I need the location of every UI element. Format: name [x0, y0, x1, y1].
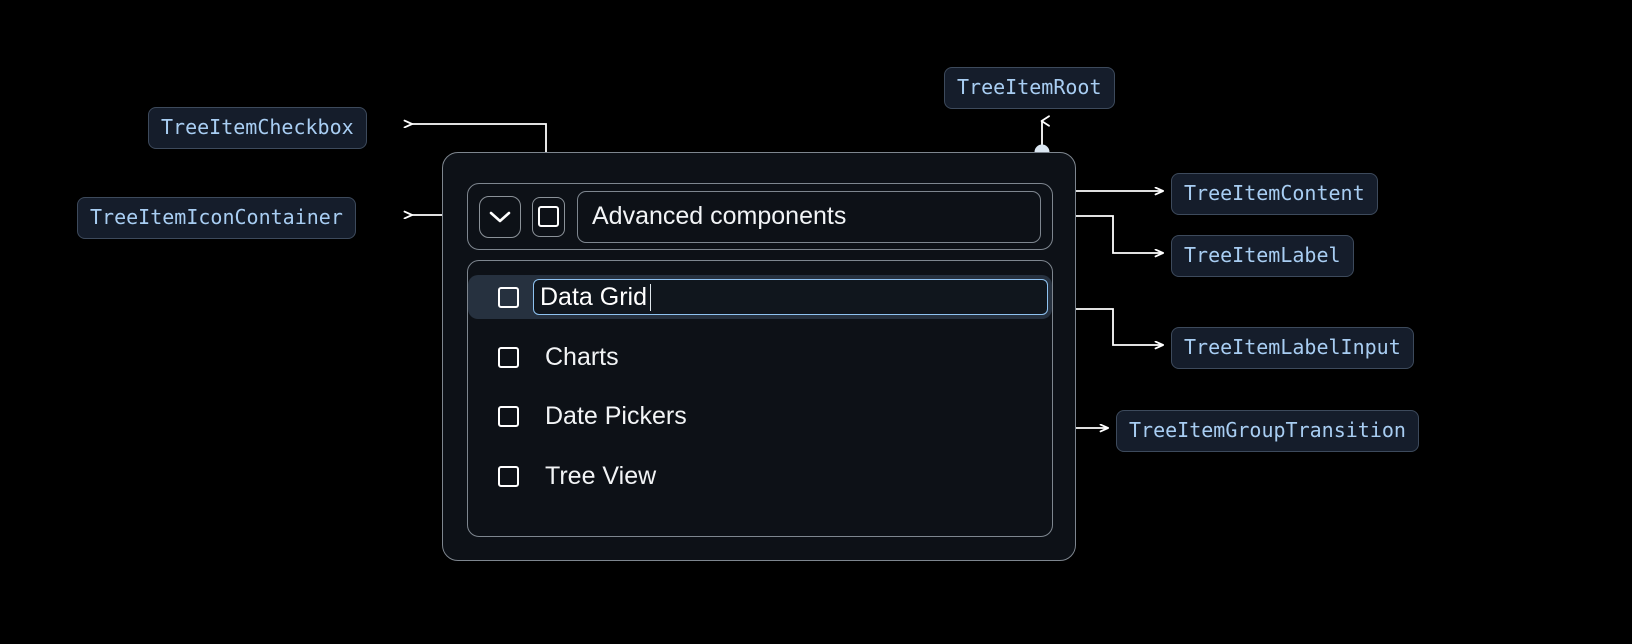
annotation-chip-tree-item-label-input: TreeItemLabelInput — [1171, 327, 1414, 369]
checkbox-unchecked-icon[interactable] — [498, 465, 519, 487]
tree-item-label-text: Charts — [545, 342, 619, 371]
tree-item-label-text: Date Pickers — [545, 401, 687, 430]
tree-item-child-row-charts[interactable]: Charts — [468, 335, 1052, 379]
tree-item-child-row-data-grid[interactable]: Data Grid — [468, 275, 1052, 319]
tree-item-label-text: Tree View — [545, 461, 657, 490]
tree-item-label-input[interactable]: Data Grid — [533, 279, 1048, 315]
annotation-chip-tree-item-icon-container: TreeItemIconContainer — [77, 197, 356, 239]
text-caret — [649, 283, 652, 311]
tree-item-group-transition: Data Grid Charts Date Pickers Tree View — [467, 260, 1053, 537]
annotation-chip-tree-item-content: TreeItemContent — [1171, 173, 1378, 215]
checkbox-unchecked-icon — [538, 206, 559, 227]
annotation-chip-tree-item-label: TreeItemLabel — [1171, 235, 1354, 277]
tree-item-checkbox[interactable] — [532, 196, 565, 237]
checkbox-unchecked-icon[interactable] — [498, 286, 519, 308]
annotation-chip-tree-item-checkbox: TreeItemCheckbox — [148, 107, 367, 149]
tree-item-label-input-value: Data Grid — [540, 282, 647, 311]
checkbox-unchecked-icon[interactable] — [498, 405, 519, 427]
tree-item-icon-container[interactable] — [479, 195, 521, 238]
checkbox-unchecked-icon[interactable] — [498, 346, 519, 368]
tree-item-content[interactable]: Advanced components — [467, 183, 1053, 250]
annotation-chip-tree-item-root: TreeItemRoot — [944, 67, 1115, 109]
tree-item-label[interactable]: Advanced components — [577, 190, 1041, 243]
annotation-chip-tree-item-group-transition: TreeItemGroupTransition — [1116, 410, 1419, 452]
tree-item-label-text: Advanced components — [592, 202, 847, 230]
tree-item-root[interactable]: Advanced components Data Grid Charts — [442, 152, 1076, 561]
tree-item-child-row-tree-view[interactable]: Tree View — [468, 454, 1052, 498]
tree-item-child-row-date-pickers[interactable]: Date Pickers — [468, 394, 1052, 438]
chevron-down-icon — [489, 210, 511, 224]
